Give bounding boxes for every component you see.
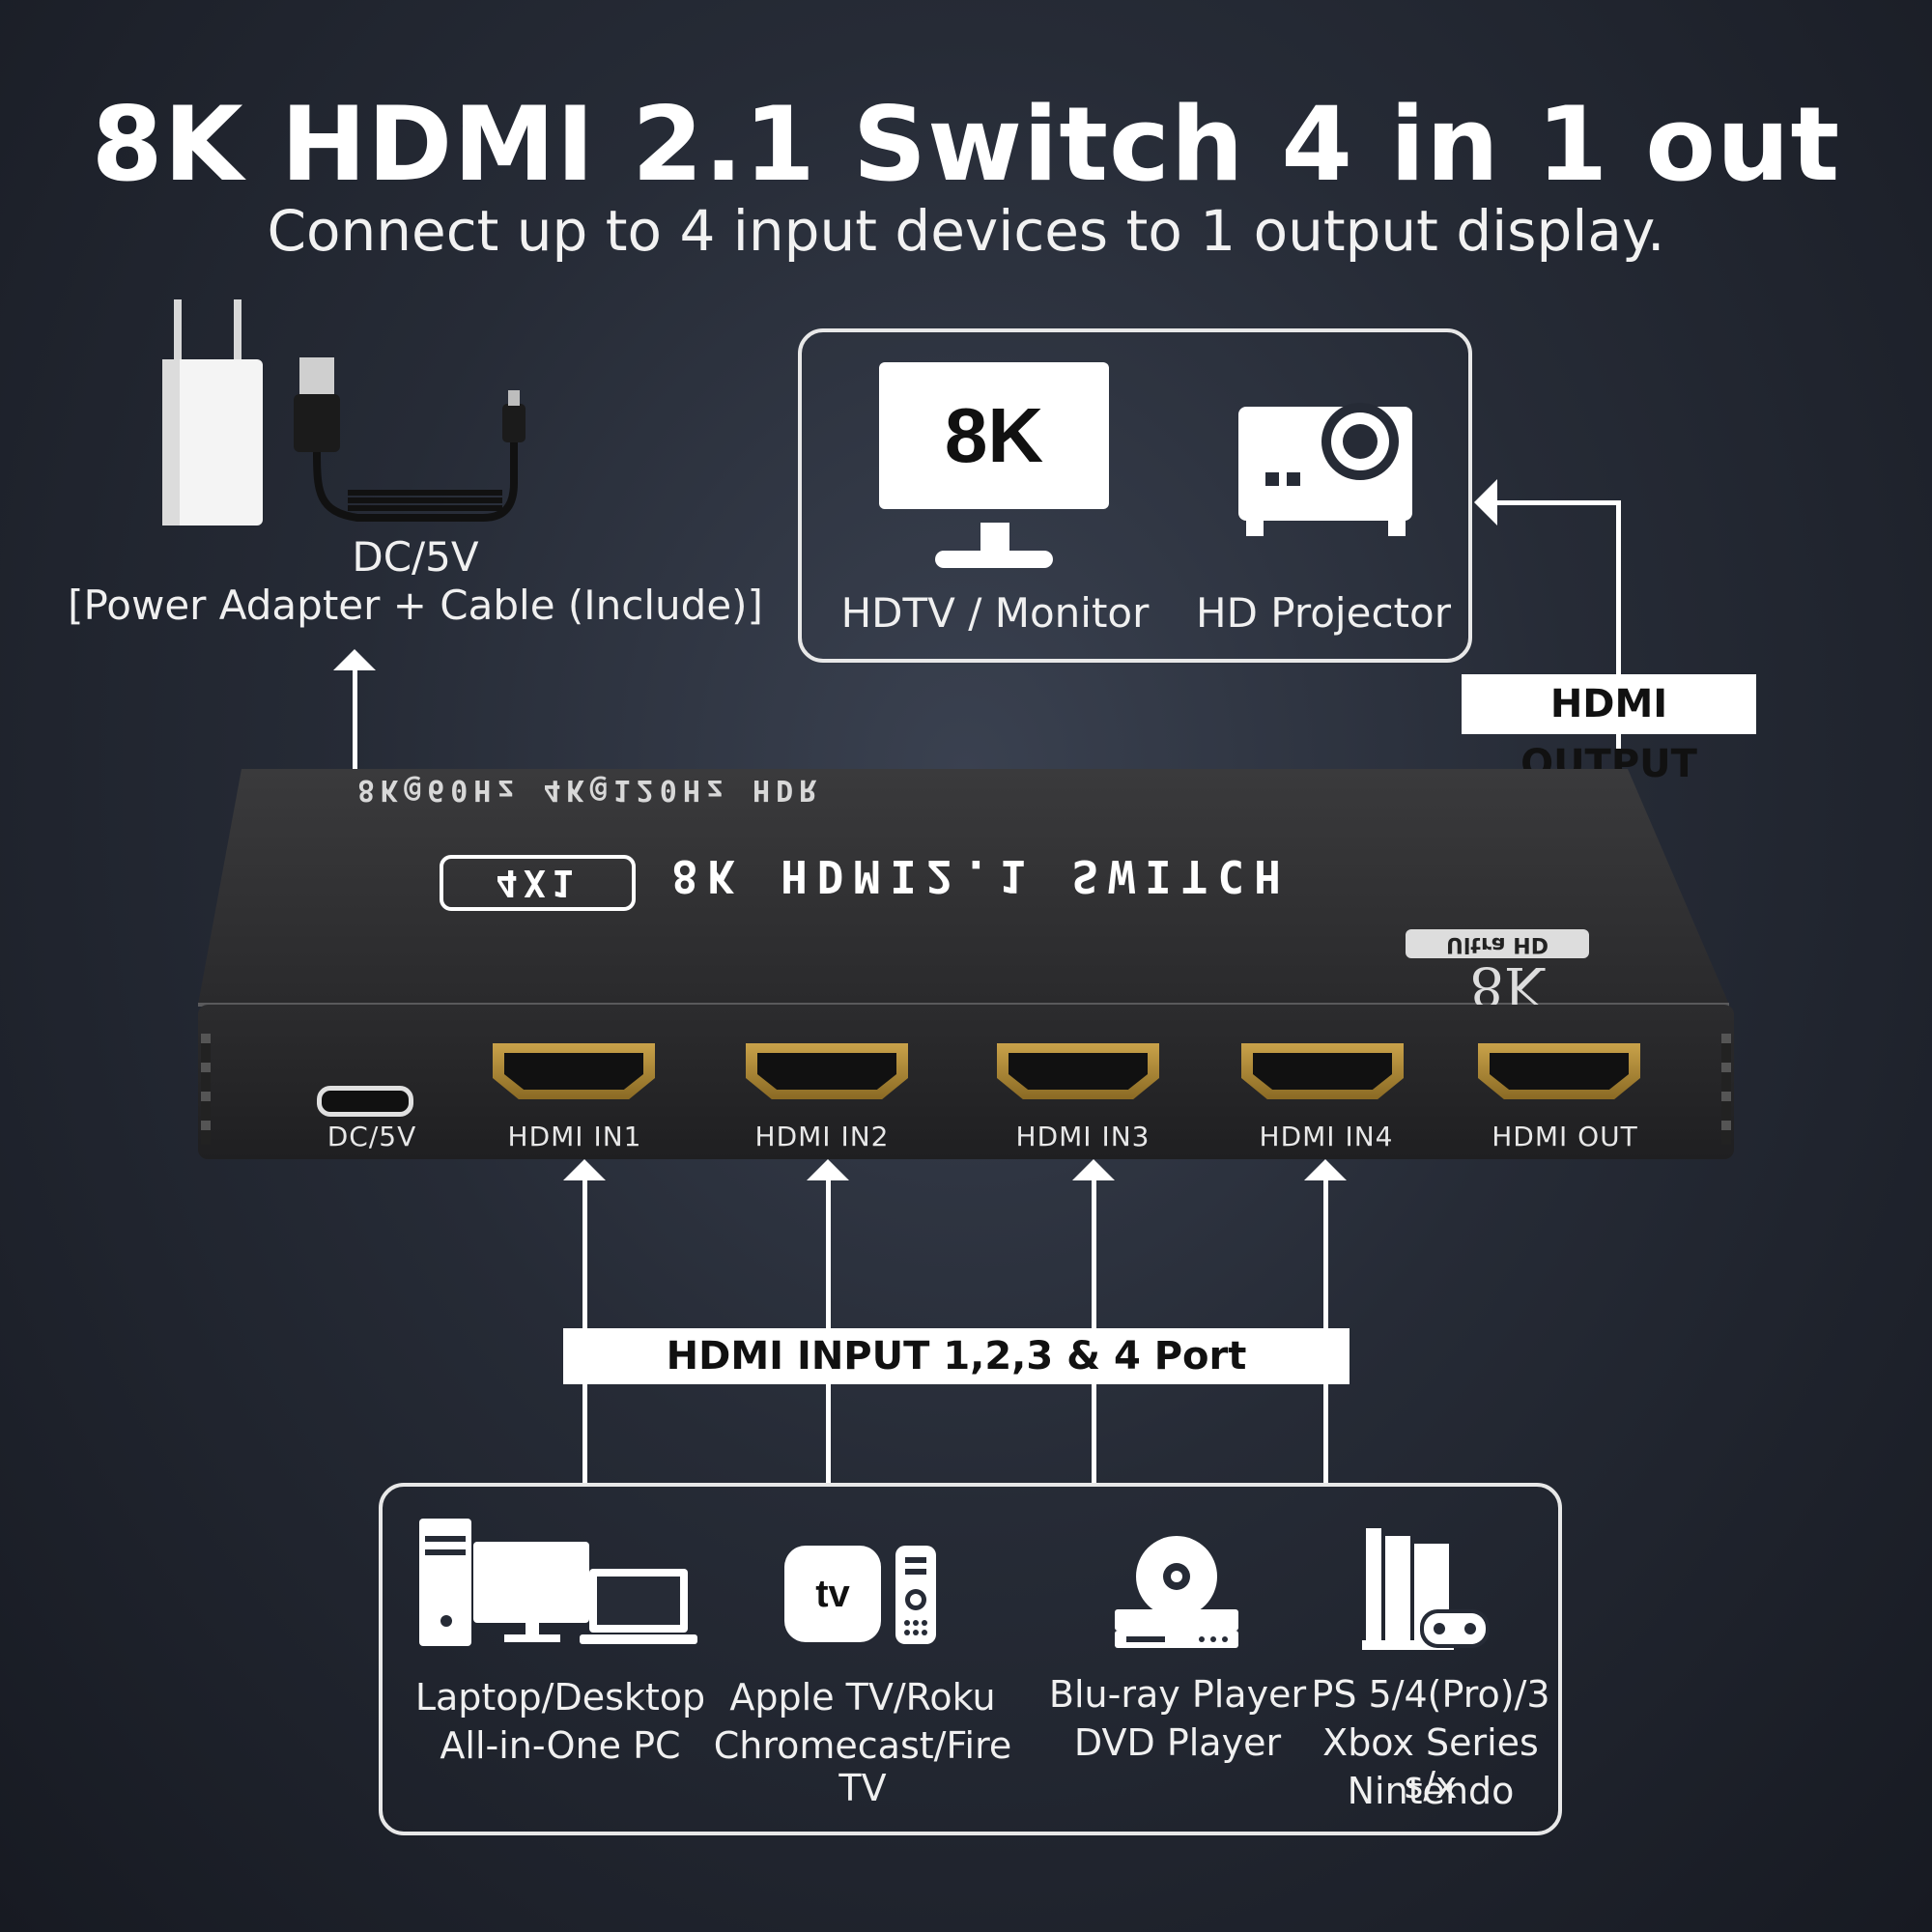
usb-c-port: [317, 1086, 413, 1117]
arrow-left-icon: [1474, 479, 1497, 526]
source-label-tv-2: Chromecast/Fire TV: [713, 1724, 1012, 1809]
device-vent-right: [1721, 1034, 1731, 1145]
page-title: 8K HDMI 2.1 Switch 4 in 1 out: [91, 85, 1841, 204]
arrow-up-icon: [1304, 1159, 1347, 1180]
device-spec-print: 8K@60Hz 4K@120Hz HDR: [357, 773, 823, 807]
port-label-in1: HDMI IN1: [507, 1121, 642, 1152]
monitor-stand: [980, 523, 1009, 555]
hdmi-output-tag: HDMI OUTPUT: [1462, 674, 1756, 786]
device-name-print: 8K HDMI2.1 SWITCH: [671, 850, 1291, 902]
source-label-console-3: Nintendo: [1347, 1770, 1515, 1812]
computer-icon: [419, 1519, 697, 1646]
device-badge-print: 4X1: [440, 855, 636, 911]
page-subtitle: Connect up to 4 input devices to 1 outpu…: [267, 198, 1665, 264]
source-label-bluray-1: Blu-ray Player: [1048, 1673, 1307, 1716]
port-label-in3: HDMI IN3: [1015, 1121, 1151, 1152]
hdmi-in1-port: [493, 1043, 655, 1099]
remote-icon: [895, 1546, 936, 1644]
source-label-bluray-2: DVD Player: [1073, 1721, 1282, 1764]
monitor-base: [935, 551, 1053, 568]
bluray-player-icon: [1115, 1536, 1238, 1648]
output-devices-frame: [798, 328, 1472, 663]
game-console-icon: [1362, 1528, 1490, 1650]
apple-tv-icon: tv: [784, 1546, 881, 1642]
power-adapter-icon: [162, 299, 526, 526]
power-label-line1: DC/5V: [352, 533, 479, 581]
hdmi-in2-port: [746, 1043, 908, 1099]
hdmi-in3-port: [997, 1043, 1159, 1099]
arrow-up-icon: [333, 649, 376, 670]
switch-device-front: [198, 1005, 1734, 1159]
port-label-out: HDMI OUT: [1492, 1121, 1638, 1152]
tv-label: HDTV / Monitor: [840, 589, 1150, 637]
projector-icon: [1238, 403, 1412, 536]
source-label-pc-2: All-in-One PC: [440, 1724, 681, 1767]
power-label-line2: [Power Adapter + Cable (Include)]: [68, 582, 763, 629]
source-label-tv-1: Apple TV/Roku: [729, 1676, 996, 1719]
output-line-horizontal: [1495, 500, 1621, 505]
hdmi-out-port: [1478, 1043, 1640, 1099]
device-vent-left: [201, 1034, 211, 1145]
hdmi-input-tag: HDMI INPUT 1,2,3 & 4 Port: [563, 1328, 1350, 1384]
projector-label: HD Projector: [1196, 589, 1451, 637]
source-label-console-2: Xbox Series s/x: [1322, 1721, 1539, 1806]
arrow-up-icon: [1072, 1159, 1115, 1180]
arrow-up-icon: [807, 1159, 849, 1180]
hdmi-in4-port: [1241, 1043, 1404, 1099]
source-label-console-1: PS 5/4(Pro)/3: [1311, 1673, 1550, 1716]
port-label-dc: DC/5V: [327, 1121, 417, 1152]
arrow-up-icon: [563, 1159, 606, 1180]
port-label-in2: HDMI IN2: [754, 1121, 890, 1152]
source-label-pc-1: Laptop/Desktop: [414, 1676, 706, 1719]
port-label-in4: HDMI IN4: [1259, 1121, 1394, 1152]
monitor-icon: 8K: [879, 362, 1109, 509]
input-devices-frame: [379, 1483, 1562, 1835]
